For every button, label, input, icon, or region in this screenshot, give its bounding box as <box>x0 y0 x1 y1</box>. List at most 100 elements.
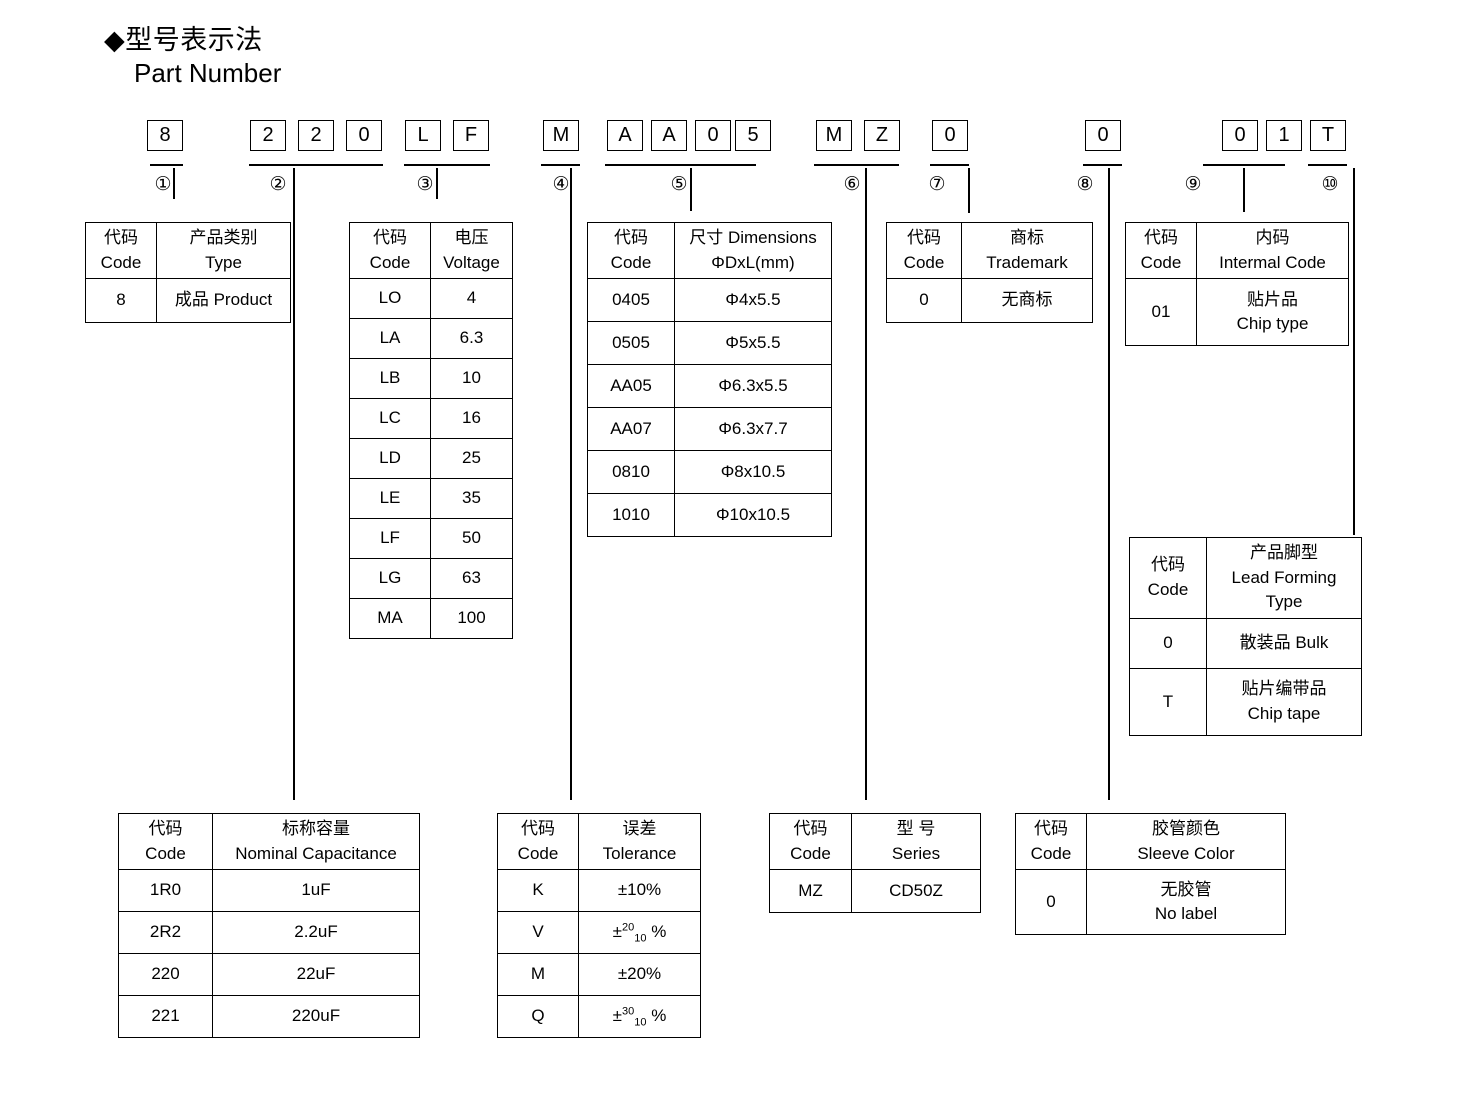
group-connector-line <box>293 168 295 800</box>
group-connector-line <box>690 168 692 211</box>
group-connector-line <box>968 168 970 213</box>
group-connector-line <box>1353 168 1355 535</box>
group-underline <box>1083 164 1122 166</box>
table-row: 0 散装品 Bulk <box>1129 617 1362 669</box>
cell-tolerance-range: ±2010 % <box>578 911 701 955</box>
header-code: 代码 Code <box>349 221 431 280</box>
header-value: 电压 Voltage <box>430 221 513 280</box>
group-connector-line <box>436 168 438 199</box>
diamond-bullet-icon: ◆ <box>104 25 126 55</box>
group-underline <box>1203 164 1285 166</box>
table-product-type: 代码 Code 产品类别 Type 8 成品 Product <box>85 221 291 324</box>
page-title-en: Part Number <box>134 58 282 88</box>
table-sleeve-color: 代码 Code 胶管颜色 Sleeve Color 0 无胶管 No label <box>1015 812 1286 936</box>
group-underline <box>814 164 899 166</box>
header-value: 胶管颜色 Sleeve Color <box>1086 812 1286 871</box>
header-code: 代码 Code <box>118 812 213 871</box>
part-number-char-box: 8 <box>147 120 183 151</box>
table-tolerance: 代码 Code 误差 Tolerance K ±10% V ±2010 % M … <box>497 812 701 1039</box>
cell-tolerance-range: ±3010 % <box>578 995 701 1039</box>
header-value: 产品类别 Type <box>156 221 291 280</box>
table-row: V ±2010 % <box>497 911 701 955</box>
table-row: Q ±3010 % <box>497 995 701 1039</box>
header-code: 代码 Code <box>769 812 852 871</box>
table-row: 0 无胶管 No label <box>1015 869 1286 936</box>
cell-value: 贴片品 Chip type <box>1196 278 1349 347</box>
header-value: 误差 Tolerance <box>578 812 701 871</box>
group-underline <box>541 164 580 166</box>
group-index-marker: ⑩ <box>1321 174 1339 195</box>
group-index-marker: ③ <box>416 174 434 195</box>
part-number-char-box: 0 <box>1222 120 1258 151</box>
part-number-char-box: L <box>405 120 441 151</box>
part-number-char-box: 1 <box>1266 120 1302 151</box>
group-underline <box>1308 164 1347 166</box>
group-connector-line <box>570 168 572 800</box>
part-number-char-box: 0 <box>932 120 968 151</box>
header-value: 标称容量 Nominal Capacitance <box>212 812 420 871</box>
table-row: 0 无商标 <box>886 278 1093 324</box>
header-value: 产品脚型 Lead Forming Type <box>1206 537 1362 619</box>
group-underline <box>605 164 756 166</box>
group-connector-line <box>1243 168 1245 212</box>
header-value: 尺寸 Dimensions ΦDxL(mm) <box>674 221 832 280</box>
part-number-char-box: 0 <box>346 120 382 151</box>
group-index-marker: ⑤ <box>670 174 688 195</box>
part-number-char-box: M <box>816 120 852 151</box>
table-trademark: 代码 Code 商标 Trademark 0 无商标 <box>886 221 1093 324</box>
part-number-char-box: 0 <box>695 120 731 151</box>
table-row: K ±10% <box>497 869 701 913</box>
group-index-marker: ① <box>154 174 172 195</box>
page-title-cn: ◆型号表示法 <box>104 18 263 57</box>
part-number-char-box: Z <box>864 120 900 151</box>
group-connector-line <box>173 168 175 199</box>
part-number-char-box: 2 <box>298 120 334 151</box>
group-underline <box>150 164 183 166</box>
table-row: MZ CD50Z <box>769 869 981 914</box>
table-internal-code: 代码 Code 内码 Intermal Code 01 贴片品 Chip typ… <box>1125 221 1349 347</box>
table-series: 代码 Code 型 号 Series MZ CD50Z <box>769 812 981 914</box>
header-code: 代码 Code <box>587 221 675 280</box>
part-number-char-box: 0 <box>1085 120 1121 151</box>
group-underline <box>404 164 490 166</box>
part-number-char-box: 2 <box>250 120 286 151</box>
cell-value: 贴片编带品 Chip tape <box>1206 667 1362 736</box>
group-index-marker: ② <box>269 174 287 195</box>
table-row: M ±20% <box>497 953 701 997</box>
header-value: 型 号 Series <box>851 812 981 871</box>
table-row: T 贴片编带品 Chip tape <box>1129 667 1362 736</box>
header-code: 代码 Code <box>886 221 962 280</box>
group-index-marker: ⑧ <box>1076 174 1094 195</box>
group-index-marker: ⑨ <box>1184 174 1202 195</box>
header-code: 代码 Code <box>1125 221 1197 280</box>
header-value: 商标 Trademark <box>961 221 1093 280</box>
group-index-marker: ⑥ <box>843 174 861 195</box>
table-row: 8 成品 Product <box>85 278 291 324</box>
group-underline <box>930 164 969 166</box>
group-underline <box>249 164 383 166</box>
part-number-char-box: F <box>453 120 489 151</box>
group-connector-line <box>1108 168 1110 800</box>
part-number-char-box: T <box>1310 120 1346 151</box>
header-code: 代码 Code <box>85 221 157 280</box>
part-number-char-box: M <box>543 120 579 151</box>
